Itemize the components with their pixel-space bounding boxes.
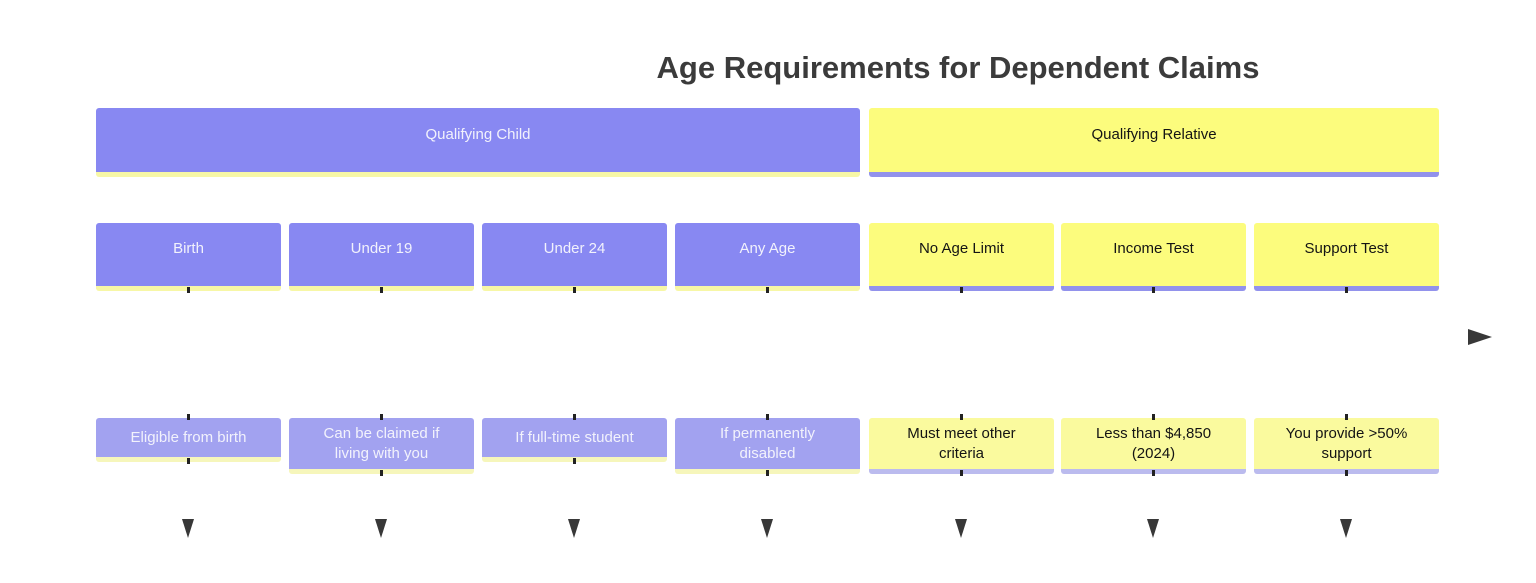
down-arrow-icon [568,519,580,538]
down-arrow-icon [761,519,773,538]
period-box-under-19: Under 19 [289,223,474,293]
event-box-eligible-from-birth: Eligible from birth [96,414,281,464]
event-box-support-share: You provide >50% support [1254,414,1439,476]
event-box-full-time-student: If full-time student [482,414,667,464]
period-label: No Age Limit [918,239,1005,257]
period-label: Under 19 [350,239,413,257]
event-label: If permanently disabled [719,424,816,462]
timeline-arrow-icon [1468,329,1492,345]
down-arrow-icon [375,519,387,538]
period-box-income-test: Income Test [1061,223,1246,293]
down-arrow-icon [1340,519,1352,538]
event-label: If full-time student [515,428,634,446]
event-box-permanently-disabled: If permanently disabled [675,414,860,476]
event-label: You provide >50% support [1285,424,1408,462]
section-qualifying-relative: Qualifying Relative [869,108,1439,177]
period-box-support-test: Support Test [1254,223,1439,293]
event-label: Less than $4,850 (2024) [1095,424,1212,462]
event-box-claimed-if-living: Can be claimed if living with you [289,414,474,476]
period-box-birth: Birth [96,223,281,293]
diagram-title: Age Requirements for Dependent Claims [656,50,1260,85]
down-arrow-icon [182,519,194,538]
period-box-any-age: Any Age [675,223,860,293]
event-label: Can be claimed if living with you [323,424,440,462]
event-box-income-limit: Less than $4,850 (2024) [1061,414,1246,476]
period-box-no-age-limit: No Age Limit [869,223,1054,293]
event-box-other-criteria: Must meet other criteria [869,414,1054,476]
period-label: Under 24 [543,239,606,257]
down-arrow-icon [1147,519,1159,538]
period-box-under-24: Under 24 [482,223,667,293]
period-label: Any Age [739,239,796,257]
section-label: Qualifying Relative [1091,126,1217,144]
period-label: Birth [173,239,204,257]
period-label: Support Test [1304,239,1389,257]
event-label: Eligible from birth [130,428,247,446]
event-label: Must meet other criteria [907,424,1016,462]
period-label: Income Test [1113,239,1194,257]
down-arrow-icon [955,519,967,538]
section-label: Qualifying Child [425,126,531,144]
section-qualifying-child: Qualifying Child [96,108,860,177]
